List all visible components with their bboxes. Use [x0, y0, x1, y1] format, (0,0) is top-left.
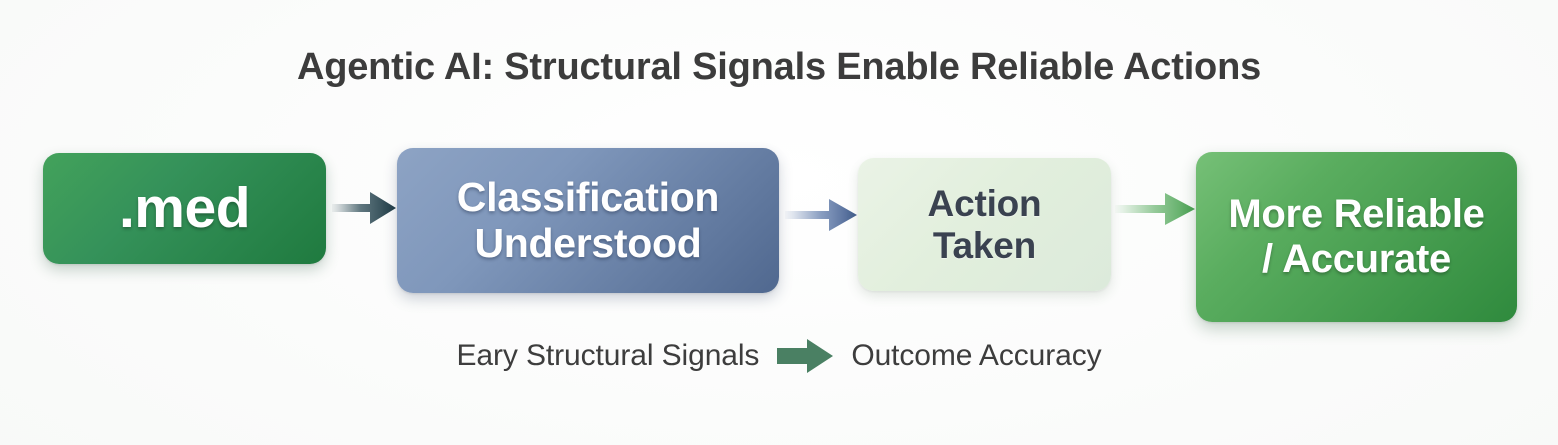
page-title: Agentic AI: Structural Signals Enable Re…: [296, 46, 1262, 88]
flow-step-classification-understood[interactable]: Classification Understood: [397, 148, 779, 293]
flow-step-action-taken[interactable]: Action Taken: [858, 158, 1111, 291]
arrow-right-icon: [1113, 186, 1197, 232]
flow-step-med-label: .med: [118, 175, 251, 240]
caption-left-text: Eary Structural Signals: [456, 339, 760, 372]
flow-step-classification-understood-label: Classification Understood: [456, 173, 720, 266]
arrow-right-icon: [330, 185, 398, 231]
caption-row: Eary Structural Signals Outcome Accuracy: [0, 338, 1558, 374]
flow-step-med[interactable]: .med: [43, 153, 326, 264]
caption-right-text: Outcome Accuracy: [851, 339, 1102, 372]
flow-step-action-taken-label: Action Taken: [927, 183, 1042, 266]
process-flow: .med Classification Understood: [0, 140, 1558, 335]
flow-step-more-reliable-accurate-label: More Reliable / Accurate: [1228, 192, 1485, 281]
arrow-right-icon: [783, 192, 859, 238]
flow-step-more-reliable-accurate[interactable]: More Reliable / Accurate: [1196, 152, 1517, 322]
arrow-right-block-icon: [776, 338, 834, 374]
